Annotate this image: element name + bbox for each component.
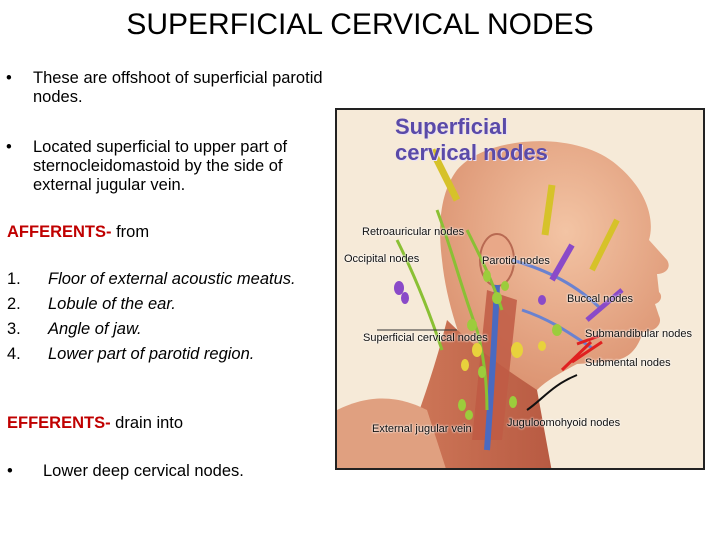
label-external-jugular: External jugular vein	[372, 423, 472, 435]
arrow-shape	[549, 243, 575, 282]
lymph-vessel	[395, 239, 444, 351]
label-retroauricular: Retroauricular nodes	[362, 226, 465, 238]
bullet-text: Located superficial to upper part of ste…	[33, 138, 288, 194]
list-text: Floor of external acoustic meatus.	[48, 270, 296, 288]
list-text: Angle of jaw.	[48, 320, 142, 338]
lymph-nodes	[394, 270, 562, 420]
afferents-heading: AFFERENTS- from	[7, 223, 149, 242]
arrow-red	[576, 334, 600, 346]
list-number: 4.	[7, 345, 21, 363]
bullet-marker: •	[6, 69, 12, 87]
label-superficial-cervical: Superficial cervical nodes	[363, 332, 488, 344]
list-text: Lobule of the ear.	[48, 295, 176, 313]
afferents-suffix: from	[111, 223, 150, 241]
anatomy-figure: Superficial cervical nodes Retroauricula…	[335, 108, 705, 470]
slide-title: SUPERFICIAL CERVICAL NODES	[126, 8, 594, 41]
efferents-suffix: drain into	[110, 414, 184, 432]
bullet-marker: •	[6, 138, 12, 156]
arrow-red	[560, 340, 593, 372]
label-buccal: Buccal nodes	[567, 293, 634, 305]
vessel-line	[511, 258, 604, 312]
afferents-label: AFFERENTS-	[7, 223, 112, 241]
label-submandibular: Submandibular nodes	[585, 328, 693, 340]
label-occipital: Occipital nodes	[344, 253, 420, 265]
arrow-red	[571, 340, 603, 364]
neck-shape	[398, 320, 552, 468]
bullet-marker: •	[7, 462, 13, 480]
list-number: 1.	[7, 270, 21, 288]
bullet-text: Lower deep cervical nodes.	[43, 462, 244, 480]
bullet-text: These are offshoot of superficial paroti…	[33, 69, 323, 106]
arrow-shape	[589, 218, 620, 272]
figure-title-line1: Superficial	[395, 114, 508, 139]
efferents-label: EFFERENTS-	[7, 414, 111, 432]
figure-title-line2: cervical nodes	[395, 140, 548, 165]
list-number: 2.	[7, 295, 21, 313]
arrow-shape	[428, 148, 461, 202]
arrow-shape	[541, 184, 556, 236]
label-submental: Submental nodes	[585, 357, 671, 369]
list-text: Lower part of parotid region.	[48, 345, 255, 363]
figure-title: Superficial cervical nodes	[395, 114, 548, 166]
list-number: 3.	[7, 320, 21, 338]
label-parotid: Parotid nodes	[482, 255, 550, 267]
leader-line	[526, 374, 578, 411]
head-neck-illustration	[337, 141, 669, 468]
shoulder-shape	[337, 398, 446, 468]
lymph-vessel	[435, 209, 489, 411]
arrow-shape	[585, 288, 624, 322]
label-jugulo-omohyoid: Juguloomohyoid nodes	[507, 417, 621, 429]
efferents-heading: EFFERENTS- drain into	[7, 414, 183, 433]
